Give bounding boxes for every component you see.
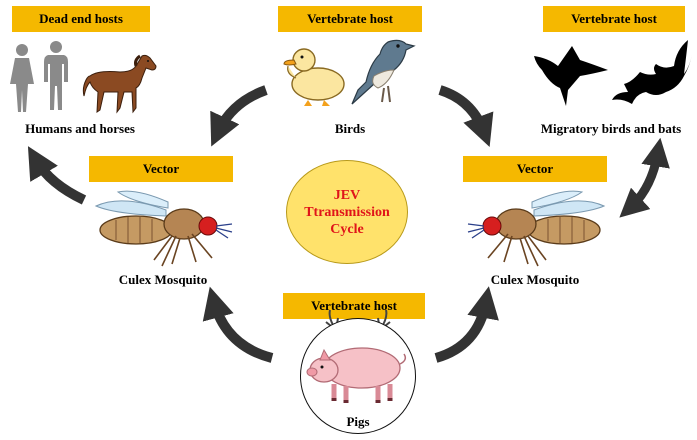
label-vertebrate-host-right: Vertebrate host — [543, 6, 685, 32]
duck-icon — [283, 48, 345, 106]
jev-line-1: JEV — [333, 187, 361, 203]
caption-humans-and-horses: Humans and horses — [25, 121, 135, 136]
mosquito-right-icon — [467, 190, 606, 267]
mosquito-left-icon — [94, 190, 233, 267]
label-vertebrate-host-bottom: Vertebrate host — [283, 293, 425, 319]
arrow-birds-to-culex-right — [438, 85, 494, 147]
caption-migratory-birds-and-bats: Migratory birds and bats — [540, 121, 682, 136]
jev-line-3: Cycle — [330, 221, 364, 237]
arrow-pigs-to-culex-right — [434, 286, 499, 363]
jev-transmission-cycle: JEV Ttransmission Cycle — [286, 160, 408, 264]
caption-culex-mosquito-right: Culex Mosquito — [490, 272, 580, 287]
arrow-migratory-culex-double — [619, 137, 670, 218]
humans-icon — [10, 41, 68, 112]
arrow-pigs-to-culex-left — [202, 286, 274, 363]
songbird-icon — [351, 39, 416, 105]
label-vector-left: Vector — [89, 156, 233, 182]
caption-culex-mosquito-left: Culex Mosquito — [118, 272, 208, 287]
arrow-birds-to-culex-left — [210, 85, 268, 147]
label-vertebrate-host-top: Vertebrate host — [278, 6, 422, 32]
label-dead-end-hosts: Dead end hosts — [12, 6, 150, 32]
arrow-culex-to-humans — [27, 146, 87, 205]
jev-line-2: Ttransmission — [304, 204, 390, 220]
pig-icon — [306, 347, 407, 403]
migratory-silhouettes-icon — [534, 40, 692, 106]
caption-birds: Birds — [334, 121, 366, 136]
horse-icon — [82, 54, 157, 114]
caption-pigs: Pigs — [346, 414, 370, 429]
label-vector-right: Vector — [463, 156, 607, 182]
